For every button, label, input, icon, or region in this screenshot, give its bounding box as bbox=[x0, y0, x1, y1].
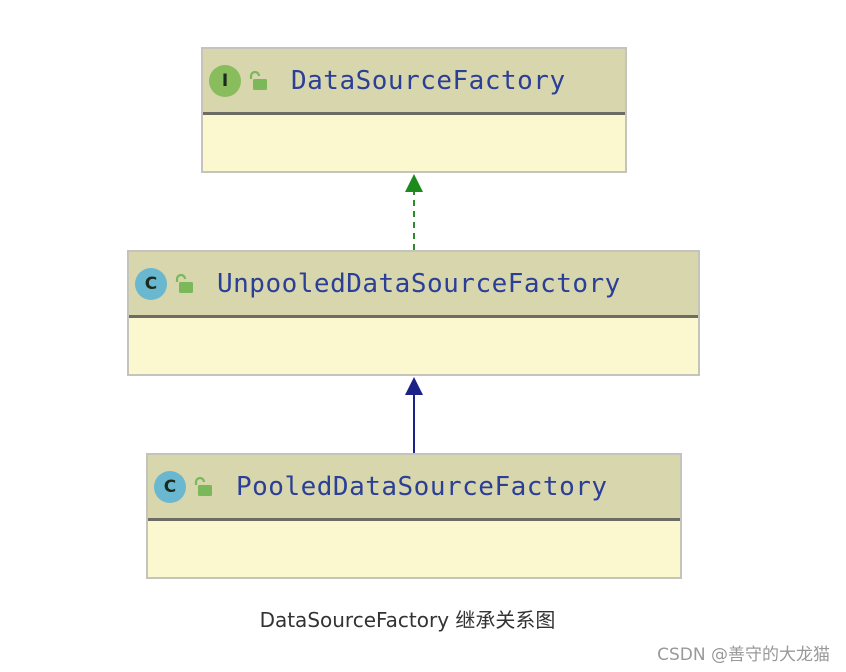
uml-node-header: C PooledDataSourceFactory bbox=[148, 455, 680, 521]
uml-node-header: C UnpooledDataSourceFactory bbox=[129, 252, 698, 318]
uml-node-title: PooledDataSourceFactory bbox=[236, 471, 608, 502]
uml-node-title: UnpooledDataSourceFactory bbox=[217, 268, 621, 299]
uml-node-title: DataSourceFactory bbox=[291, 65, 566, 96]
unlocked-public-icon bbox=[194, 476, 212, 496]
uml-node-pooleddatasourcefactory[interactable]: C PooledDataSourceFactory bbox=[146, 453, 682, 579]
uml-node-datasourcefactory[interactable]: I DataSourceFactory bbox=[201, 47, 627, 173]
unlocked-public-icon bbox=[175, 273, 193, 293]
watermark: CSDN @善守的大龙猫 bbox=[657, 645, 830, 665]
interface-badge-icon: I bbox=[209, 64, 241, 97]
uml-node-unpooleddatasourcefactory[interactable]: C UnpooledDataSourceFactory bbox=[127, 250, 700, 376]
class-badge-icon: C bbox=[135, 267, 167, 300]
uml-node-header: I DataSourceFactory bbox=[203, 49, 625, 115]
class-badge-icon: C bbox=[154, 470, 186, 503]
implements-edge-arrowhead bbox=[405, 174, 423, 192]
unlocked-public-icon bbox=[249, 70, 267, 90]
extends-edge-arrowhead bbox=[405, 377, 423, 395]
diagram-caption: DataSourceFactory 继承关系图 bbox=[259, 608, 556, 632]
